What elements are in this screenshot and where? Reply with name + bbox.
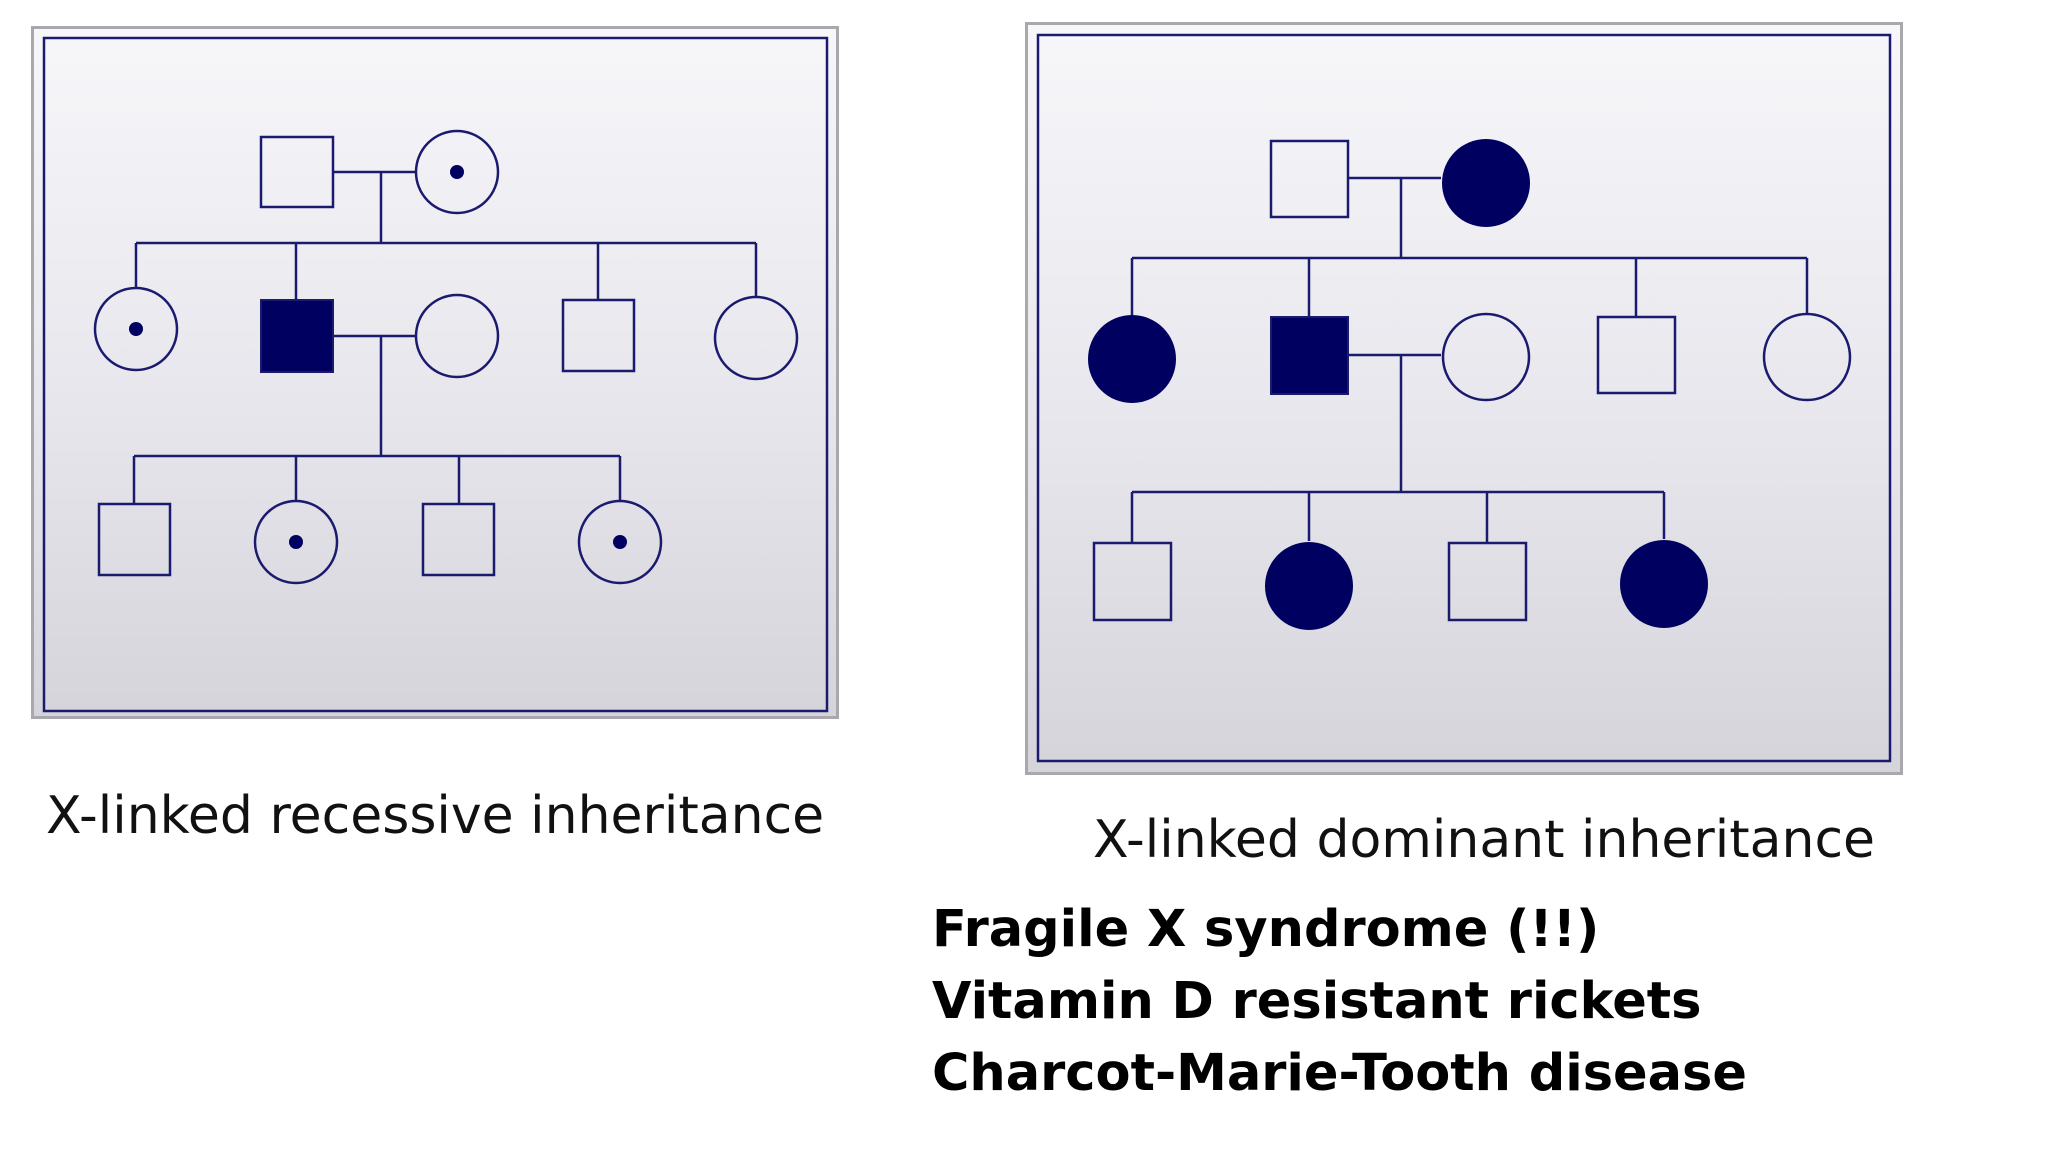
dominant-pedigree-diagram	[1036, 33, 1892, 763]
gen1-affected-female	[1442, 139, 1530, 227]
gen2-affected-female	[1088, 315, 1176, 403]
pedigree-lines	[132, 170, 758, 504]
carrier-dot	[613, 535, 627, 549]
gen3-carrier-female	[577, 499, 663, 585]
pedigree-lines	[1130, 176, 1809, 543]
gen2-carrier-female	[93, 286, 179, 372]
gen3-male	[421, 502, 496, 577]
recessive-pedigree-panel	[31, 26, 839, 719]
gen2-affected-male	[1270, 316, 1349, 395]
gen3-male	[97, 502, 172, 577]
recessive-pedigree-diagram	[42, 36, 829, 713]
example-item: Fragile X syndrome (!!)	[932, 900, 1600, 959]
inner-frame	[42, 36, 829, 713]
inner-frame	[1036, 33, 1892, 763]
gen2-female	[713, 295, 799, 381]
dominant-caption: X-linked dominant inheritance	[1093, 810, 1876, 870]
gen2-spouse-female	[414, 293, 500, 379]
gen2-male	[1596, 315, 1677, 395]
example-item: Charcot-Marie-Tooth disease	[932, 1044, 1748, 1103]
gen2-affected-male	[260, 299, 334, 373]
gen2-spouse-female	[1441, 312, 1531, 402]
carrier-dot	[450, 165, 464, 179]
example-item: Vitamin D resistant rickets	[932, 972, 1702, 1031]
dominant-pedigree-panel	[1025, 22, 1903, 775]
gen3-affected-female	[1620, 540, 1708, 628]
recessive-caption: X-linked recessive inheritance	[46, 786, 825, 846]
gen3-affected-female	[1265, 542, 1353, 630]
gen3-male	[1447, 541, 1528, 622]
examples-list: Fragile X syndrome (!!) Vitamin D resist…	[932, 894, 1747, 1110]
gen1-male	[1269, 139, 1350, 219]
carrier-dot	[129, 322, 143, 336]
gen1-carrier-female	[414, 129, 500, 215]
gen3-carrier-female	[253, 499, 339, 585]
gen1-male	[259, 135, 335, 209]
carrier-dot	[289, 535, 303, 549]
gen2-male	[561, 298, 636, 373]
gen3-male	[1092, 541, 1173, 622]
gen2-female	[1762, 312, 1852, 402]
